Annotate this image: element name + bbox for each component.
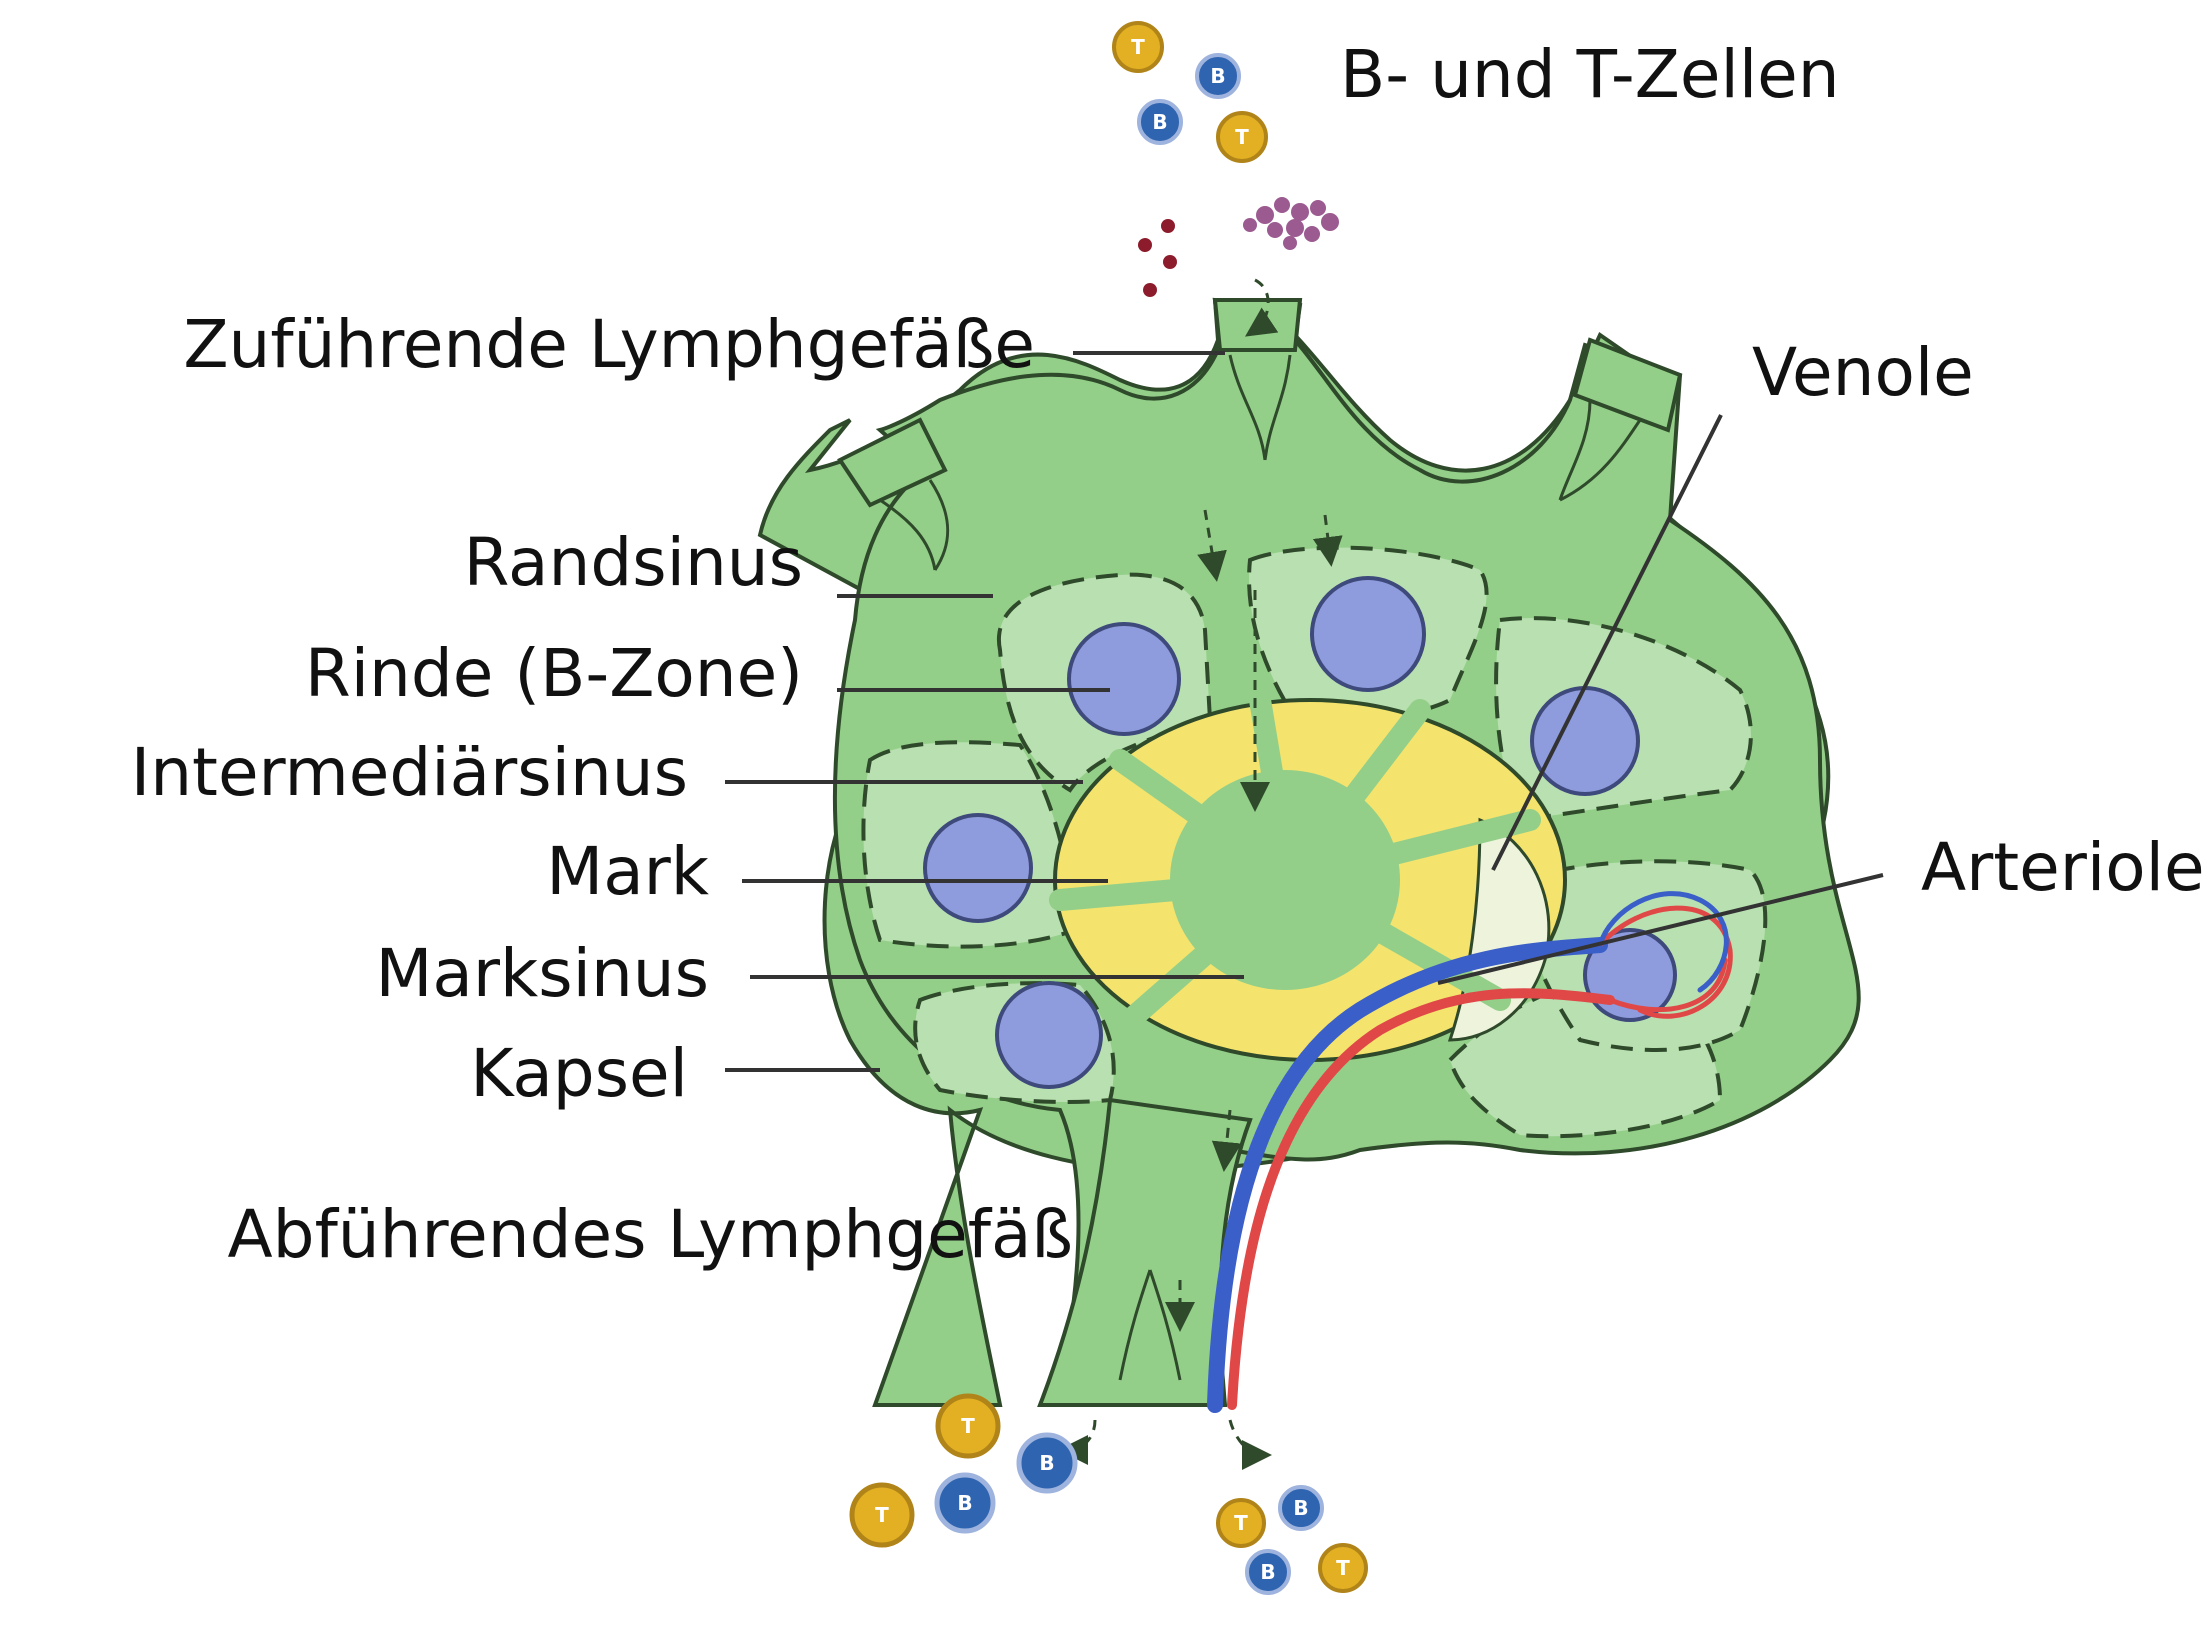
svg-text:B: B (1293, 1496, 1308, 1520)
b-cell-icon: B (1137, 99, 1183, 145)
afferent-vessel-left (837, 417, 948, 508)
venule-loops (1597, 891, 1729, 993)
label-intermediate-sinus: Intermediärsinus (131, 734, 688, 811)
afferent-vessel-center (1212, 298, 1303, 352)
antigen-icon (1138, 197, 1339, 297)
follicle (1067, 622, 1181, 736)
vein-path (1207, 937, 1608, 1413)
follicle (923, 813, 1033, 923)
leader-venule (1491, 414, 1723, 871)
label-medulla: Mark (546, 833, 710, 910)
cells-bottom-right: B T B T (1216, 1485, 1368, 1595)
b-cell-icon: B (1245, 1549, 1291, 1595)
t-cell-icon: T (1318, 1543, 1368, 1593)
artery-path (1227, 988, 1615, 1410)
svg-text:T: T (1336, 1556, 1350, 1580)
b-cell-icon: B (1016, 1432, 1078, 1494)
svg-text:B: B (1210, 64, 1225, 88)
leader-lines (725, 351, 1884, 1072)
svg-text:B: B (1152, 110, 1167, 134)
blood-vessels (1207, 891, 1733, 1413)
lymph-node (757, 278, 1861, 1470)
vessel-valves (879, 354, 1642, 1381)
follicles (923, 576, 1677, 1089)
svg-text:T: T (1234, 1511, 1248, 1535)
b-cell-icon: B (1195, 53, 1241, 99)
svg-text:T: T (875, 1503, 889, 1527)
label-capsule: Kapsel (470, 1035, 688, 1112)
labels: B- und T-Zellen Zuführende Lymphgefäße V… (131, 36, 2205, 1273)
medullary-sinus (1170, 770, 1400, 990)
follicle (1530, 686, 1640, 796)
label-subcapsular-sinus: Randsinus (464, 524, 803, 601)
label-arteriole: Arteriole (1921, 829, 2205, 906)
svg-text:B: B (1260, 1560, 1275, 1584)
follicle (995, 981, 1103, 1089)
label-cortex: Rinde (B-Zone) (305, 635, 803, 712)
afferent-vessel-right (1572, 337, 1683, 433)
cells-top: T B B T (1112, 21, 1268, 163)
label-efferent: Abführendes Lymphgefäß (228, 1196, 1073, 1273)
t-cell-icon: T (849, 1482, 915, 1548)
label-afferent: Zuführende Lymphgefäße (183, 306, 1035, 383)
t-cell-icon: T (1216, 1498, 1266, 1548)
svg-text:T: T (1131, 35, 1145, 59)
svg-text:B: B (957, 1491, 972, 1515)
t-cell-icon: T (1216, 111, 1268, 163)
cells-bottom-left: T B B T (849, 1393, 1078, 1548)
t-cell-icon: T (1112, 21, 1164, 73)
label-venule: Venole (1752, 334, 1974, 411)
follicle (1310, 576, 1426, 692)
t-cell-icon: T (935, 1393, 1001, 1459)
flow-arrow-icon (1058, 278, 1343, 1470)
b-cell-icon: B (934, 1472, 996, 1534)
svg-text:T: T (961, 1414, 975, 1438)
svg-text:T: T (1235, 125, 1249, 149)
b-cell-icon: B (1278, 1485, 1324, 1531)
label-medullary-sinus: Marksinus (375, 935, 709, 1012)
capillary-loops (1597, 905, 1733, 1019)
svg-text:B: B (1039, 1451, 1054, 1475)
leader-arteriole (1437, 873, 1884, 985)
label-bt-cells: B- und T-Zellen (1340, 36, 1840, 113)
